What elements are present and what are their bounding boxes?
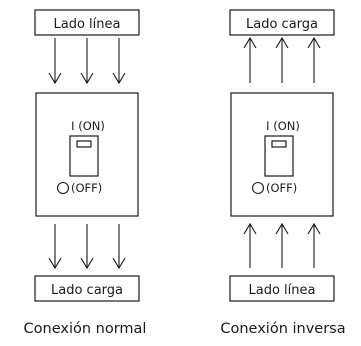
diagram-normal: Lado línea I (ON) (OFF) Lado carga [24,9,147,337]
top-label-box [229,9,335,36]
bottom-label: Lado línea [249,283,316,298]
toggle-window [271,140,287,148]
bottom-arrows [48,224,126,270]
diagram-inversa: Lado carga I (ON) (OFF) Lado línea [220,9,346,337]
toggle-window [76,140,92,148]
on-label: I (ON) [71,119,105,133]
bottom-label-box [34,275,140,302]
top-arrows [243,36,321,83]
bottom-label-box [229,275,335,302]
off-label: (OFF) [71,181,102,195]
caption: Conexión normal [24,321,147,337]
bottom-label: Lado carga [51,283,123,298]
off-indicator-circle [56,181,70,195]
top-arrows [48,38,126,85]
on-label: I (ON) [266,119,300,133]
off-label: (OFF) [266,181,297,195]
caption: Conexión inversa [220,321,345,337]
top-label-box [34,9,140,36]
top-label: Lado carga [246,17,318,32]
off-indicator-circle [251,181,265,195]
top-label: Lado línea [54,17,121,32]
bottom-arrows [243,222,321,268]
